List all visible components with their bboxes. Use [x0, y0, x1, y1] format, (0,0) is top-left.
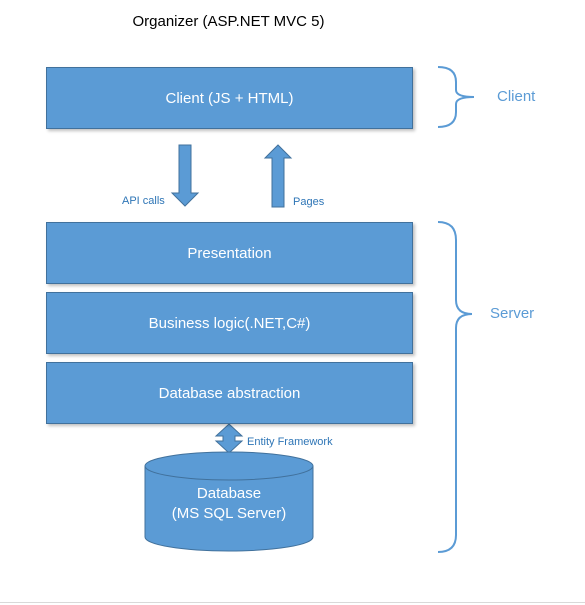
pages-arrow: [263, 144, 293, 208]
server-brace: [437, 221, 473, 553]
entity-framework-label: Entity Framework: [247, 436, 333, 448]
presentation-layer: Presentation: [46, 222, 413, 284]
entity-framework-arrow: [214, 423, 244, 454]
database-label-line1: Database: [196, 485, 262, 502]
pages-label: Pages: [293, 196, 325, 208]
database-cylinder: [144, 451, 314, 552]
client-side-label: Client: [497, 88, 536, 105]
client-box: Client (JS + HTML): [46, 67, 413, 129]
client-brace: [437, 66, 475, 128]
diagram-title: Organizer (ASP.NET MVC 5): [132, 13, 325, 30]
business-logic-layer: Business logic(.NET,C#): [46, 292, 413, 354]
business-logic-layer-label: Business logic(.NET,C#): [148, 314, 311, 332]
api-calls-arrow: [170, 144, 200, 207]
bottom-divider: [0, 602, 585, 603]
database-abstraction-layer-label: Database abstraction: [158, 384, 301, 402]
database-abstraction-layer: Database abstraction: [46, 362, 413, 424]
server-side-label: Server: [490, 305, 535, 322]
database-label-line2: (MS SQL Server): [171, 505, 287, 522]
api-calls-label: API calls: [122, 195, 165, 207]
database-label: Database (MS SQL Server): [145, 484, 313, 524]
client-box-label: Client (JS + HTML): [165, 89, 294, 107]
presentation-layer-label: Presentation: [187, 244, 272, 262]
